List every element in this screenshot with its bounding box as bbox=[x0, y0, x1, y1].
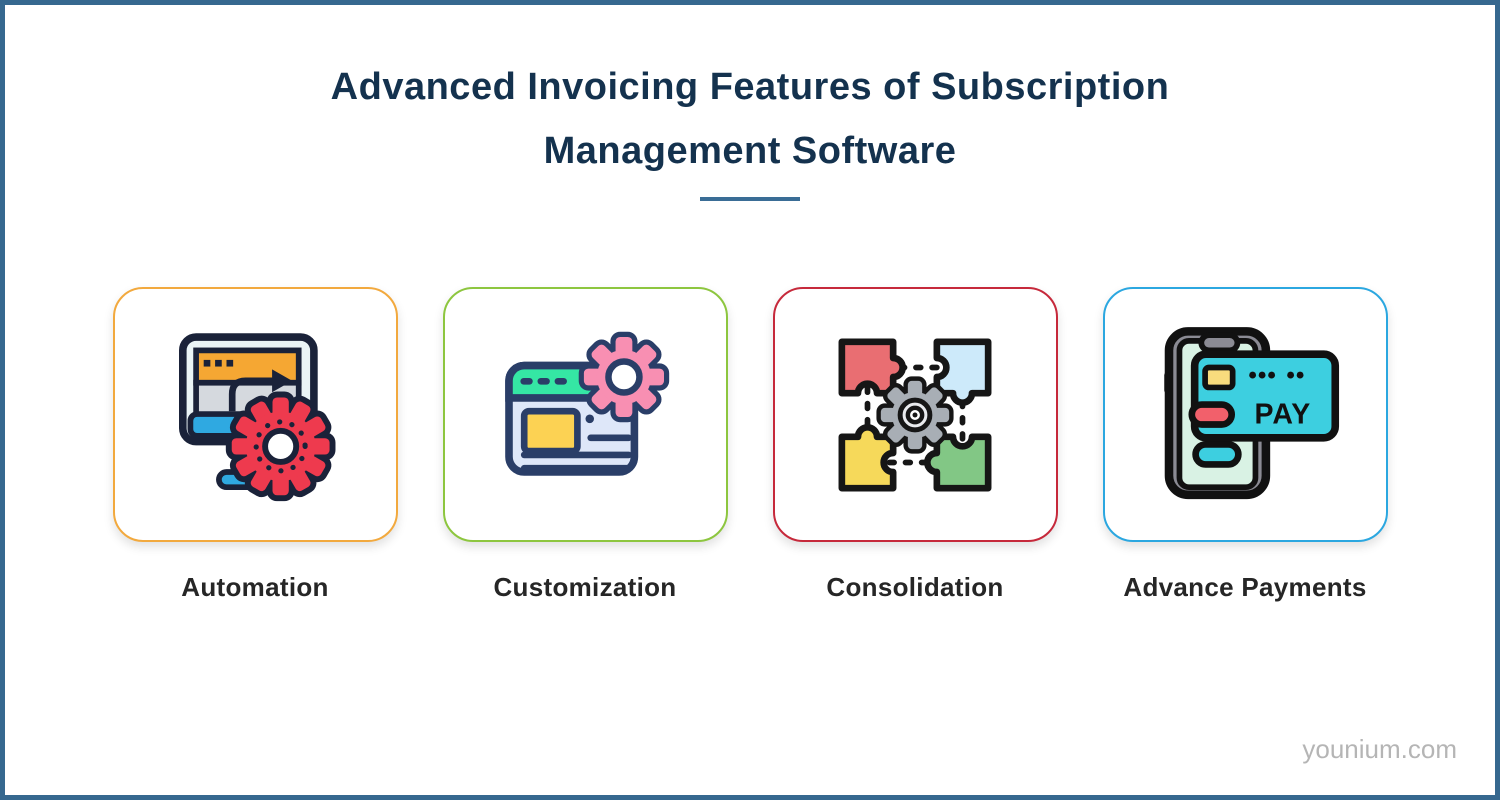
puzzle-piece-yellow bbox=[838, 423, 897, 491]
card-label-advance-payments: Advance Payments bbox=[1123, 572, 1367, 602]
card-automation bbox=[112, 287, 398, 542]
computer-gear-icon bbox=[179, 332, 350, 510]
puzzle-piece-blue bbox=[933, 338, 992, 406]
card-advance-payments: PAY bbox=[1102, 287, 1388, 542]
feature-cards-row: Automation bbox=[5, 287, 1495, 603]
title-line-2: Management Software bbox=[543, 130, 957, 172]
card-label-customization: Customization bbox=[493, 572, 677, 602]
card-wrap-customization: Customization bbox=[442, 287, 728, 603]
mobile-payment-icon: PAY bbox=[1164, 326, 1340, 499]
title-underline bbox=[700, 197, 800, 201]
credit-card: PAY bbox=[1188, 349, 1340, 442]
puzzle-piece-green bbox=[924, 433, 992, 491]
pay-text: PAY bbox=[1255, 398, 1312, 430]
browser-gear-icon bbox=[505, 320, 680, 476]
pink-gear bbox=[584, 336, 664, 416]
card-label-consolidation: Consolidation bbox=[826, 572, 1004, 602]
card-wrap-automation: Automation bbox=[112, 287, 398, 603]
header: Advanced Invoicing Features of Subscript… bbox=[5, 5, 1495, 201]
gray-gear bbox=[881, 380, 949, 448]
puzzle-gear-icon bbox=[838, 338, 992, 491]
card-wrap-consolidation: Consolidation bbox=[772, 287, 1058, 603]
dashed-connector bbox=[864, 364, 966, 465]
page-title: Advanced Invoicing Features of Subscript… bbox=[5, 55, 1495, 183]
card-wrap-advance-payments: PAY Advance Payments bbox=[1102, 287, 1388, 603]
watermark: younium.com bbox=[1302, 734, 1457, 764]
card-label-automation: Automation bbox=[181, 572, 329, 602]
card-customization bbox=[442, 287, 728, 542]
title-line-1: Advanced Invoicing Features of Subscript… bbox=[330, 66, 1170, 108]
card-dots bbox=[1249, 371, 1304, 379]
card-consolidation bbox=[772, 287, 1058, 542]
red-gear bbox=[232, 397, 330, 495]
